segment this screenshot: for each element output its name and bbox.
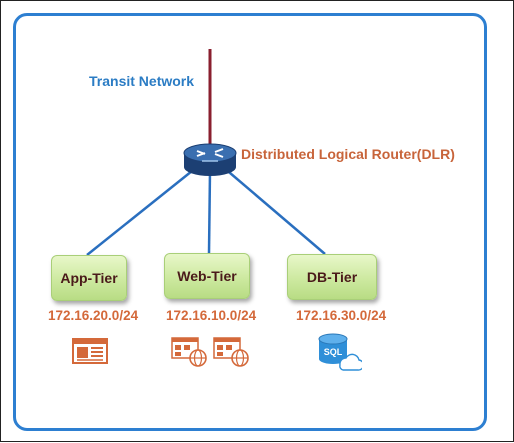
web-server-icon [171, 337, 207, 367]
web-tier-box: Web-Tier [164, 253, 250, 299]
link-app-tier [86, 166, 198, 256]
router-label: Distributed Logical Router(DLR) [241, 146, 455, 162]
sql-database-icon: SQL [318, 333, 362, 371]
app-tier-label: App-Tier [60, 270, 118, 286]
web-tier-subnet: 172.16.10.0/24 [166, 308, 257, 323]
db-tier-subnet: 172.16.30.0/24 [296, 308, 387, 323]
db-tier-box: DB-Tier [287, 254, 377, 300]
app-tier-subnet: 172.16.20.0/24 [48, 308, 139, 323]
web-page-icon [72, 338, 108, 364]
network-container [13, 13, 487, 431]
router-icon [183, 143, 237, 176]
link-web-tier [207, 170, 212, 254]
sql-badge-text: SQL [324, 347, 343, 357]
app-tier-box: App-Tier [51, 255, 127, 301]
db-tier-label: DB-Tier [306, 269, 358, 285]
link-db-tier [222, 166, 326, 255]
web-server-icon [213, 337, 249, 367]
web-tier-label: Web-Tier [177, 268, 237, 284]
transit-network-label: Transit Network [89, 73, 195, 89]
